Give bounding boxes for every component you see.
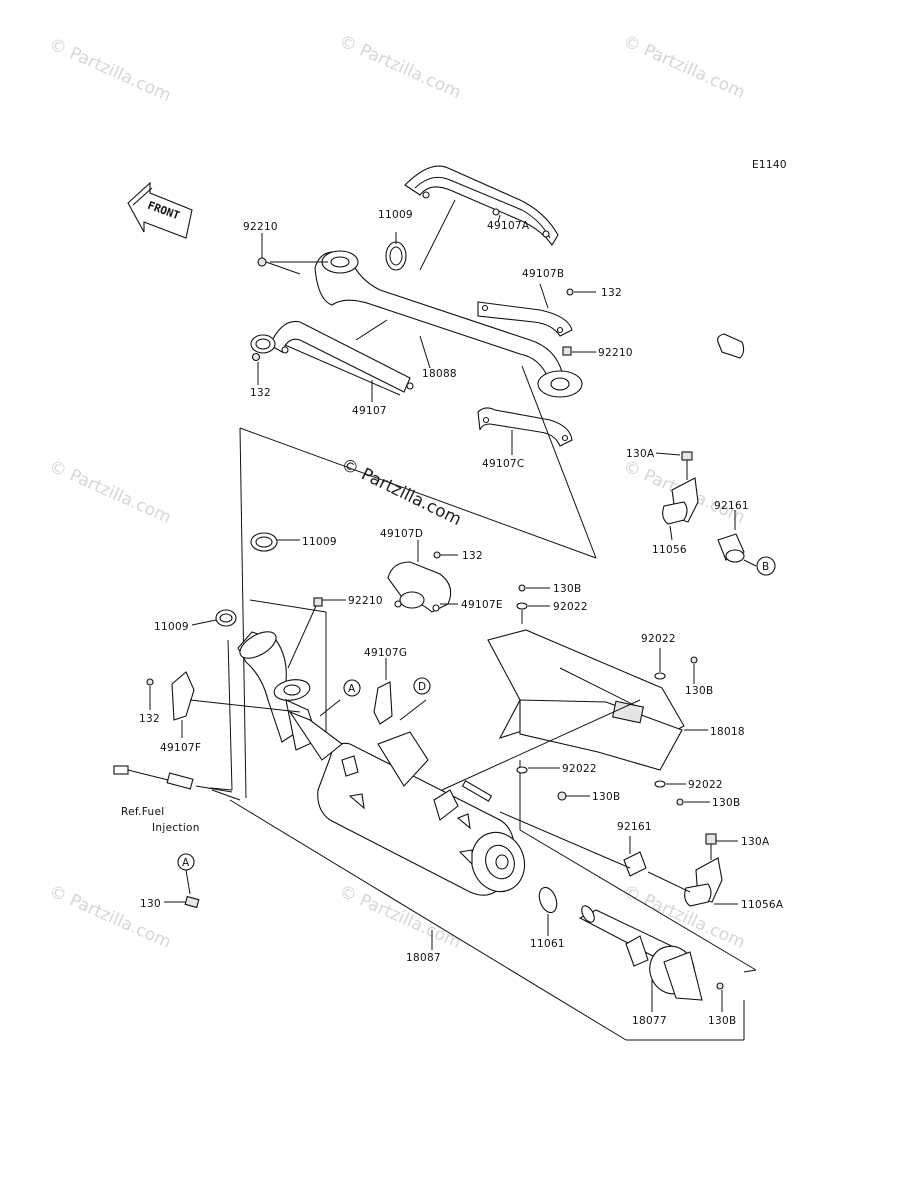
- heat-guard-49107a: [404, 165, 559, 247]
- part-callout: 92022: [562, 763, 597, 775]
- part-callout: 92210: [243, 221, 278, 233]
- part-callout: 132: [462, 550, 483, 562]
- part-callout: 130B: [712, 797, 740, 809]
- washers-bolts-mid: [516, 584, 710, 806]
- part-callout: 132: [139, 713, 160, 725]
- part-callout: 11009: [302, 536, 337, 548]
- gasket-11009-left: [191, 609, 237, 627]
- leader-lines-right-upper: [655, 452, 757, 567]
- part-callout: 49107D: [380, 528, 423, 540]
- part-callout: 49107A: [487, 220, 530, 232]
- part-callout: 92161: [714, 500, 749, 512]
- part-callout: 11061: [530, 938, 565, 950]
- leader-to-18018: [441, 699, 641, 791]
- frame-lines: [209, 427, 757, 1041]
- bracket-11056: [662, 333, 745, 525]
- ref-letter: A: [348, 683, 356, 695]
- part-callout: 49107G: [364, 647, 407, 659]
- o2-sensor: [113, 765, 233, 793]
- bolt-130: [164, 853, 200, 909]
- collar-92161-lower: [623, 836, 691, 893]
- part-callout: 132: [250, 387, 271, 399]
- bolts-upper: [251, 257, 574, 362]
- part-callout: 11056A: [741, 899, 784, 911]
- part-callout: 130: [140, 898, 161, 910]
- ref-letter: A: [182, 857, 190, 869]
- heat-guard-49107f: [146, 671, 301, 738]
- ref-note: Ref.Fuel: [121, 806, 164, 818]
- watermark: © Partzilla.com: [336, 31, 464, 103]
- part-callout: 130B: [708, 1015, 736, 1027]
- diagram-code: E1140: [752, 159, 787, 171]
- nut-92210-mid: [313, 597, 323, 607]
- muffler-18087: [288, 710, 526, 896]
- part-callout: 92022: [641, 633, 676, 645]
- part-callout: 92022: [553, 601, 588, 613]
- watermark: © Partzilla.com: [620, 31, 748, 103]
- part-callout: 92210: [348, 595, 383, 607]
- part-callout: 49107B: [522, 268, 564, 280]
- leader-lines-upper: [257, 199, 597, 559]
- bolt-132-mid: [433, 551, 441, 559]
- exhaust-pipe-18088: [314, 241, 583, 398]
- ref-circle-d: [413, 677, 431, 695]
- part-callout: 11056: [652, 544, 687, 556]
- watermark: © Partzilla.com: [46, 881, 174, 953]
- part-callout: 18018: [710, 726, 745, 738]
- part-callout: 92022: [688, 779, 723, 791]
- ref-note: Injection: [152, 822, 200, 834]
- callout-labels: 92210 11009 49107A 49107B 132 92210 1808…: [121, 209, 784, 1027]
- part-callout: 11009: [154, 621, 189, 633]
- part-callout: 130B: [553, 583, 581, 595]
- heat-shield-18018: [487, 610, 685, 771]
- ref-circle-a-mid: [343, 679, 361, 697]
- bracket-11056a: [684, 833, 738, 907]
- tail-pipe-18077: [578, 905, 724, 1012]
- part-callout: 130A: [626, 448, 655, 460]
- part-callout: 18077: [632, 1015, 667, 1027]
- center-watermark: © Partzilla.com: [338, 455, 465, 530]
- gasket-11009-mid: [250, 334, 276, 354]
- part-callout: 92210: [598, 347, 633, 359]
- gasket-11061: [538, 886, 558, 936]
- watermark: © Partzilla.com: [46, 456, 174, 528]
- heat-guard-49107b: [477, 301, 573, 337]
- front-arrow-icon: FRONT: [127, 181, 193, 239]
- part-callout: 130B: [592, 791, 620, 803]
- part-callout: 49107: [352, 405, 387, 417]
- ref-letter: B: [762, 561, 770, 573]
- heat-guard-49107: [269, 320, 414, 396]
- part-callout: 18088: [422, 368, 457, 380]
- part-callout: 49107E: [461, 599, 503, 611]
- watermark: © Partzilla.com: [336, 881, 464, 953]
- collar-92161-upper: [717, 510, 745, 563]
- heat-guard-49107d-e: [387, 540, 458, 613]
- ref-circle-b: [756, 556, 776, 576]
- heat-guard-49107c: [477, 407, 573, 447]
- heat-guard-49107g: [373, 658, 393, 725]
- part-callout: 130B: [685, 685, 713, 697]
- part-callout: 132: [601, 287, 622, 299]
- part-callout: 18087: [406, 952, 441, 964]
- part-callout: 49107F: [160, 742, 201, 754]
- ref-letter: D: [418, 681, 426, 693]
- part-callout: 92161: [617, 821, 652, 833]
- gasket-11009-mid2: [250, 532, 300, 552]
- part-callout: 49107C: [482, 458, 525, 470]
- watermark: © Partzilla.com: [46, 34, 174, 106]
- part-callout: 11009: [378, 209, 413, 221]
- leader-lower: [499, 811, 631, 869]
- part-callout: 130A: [741, 836, 770, 848]
